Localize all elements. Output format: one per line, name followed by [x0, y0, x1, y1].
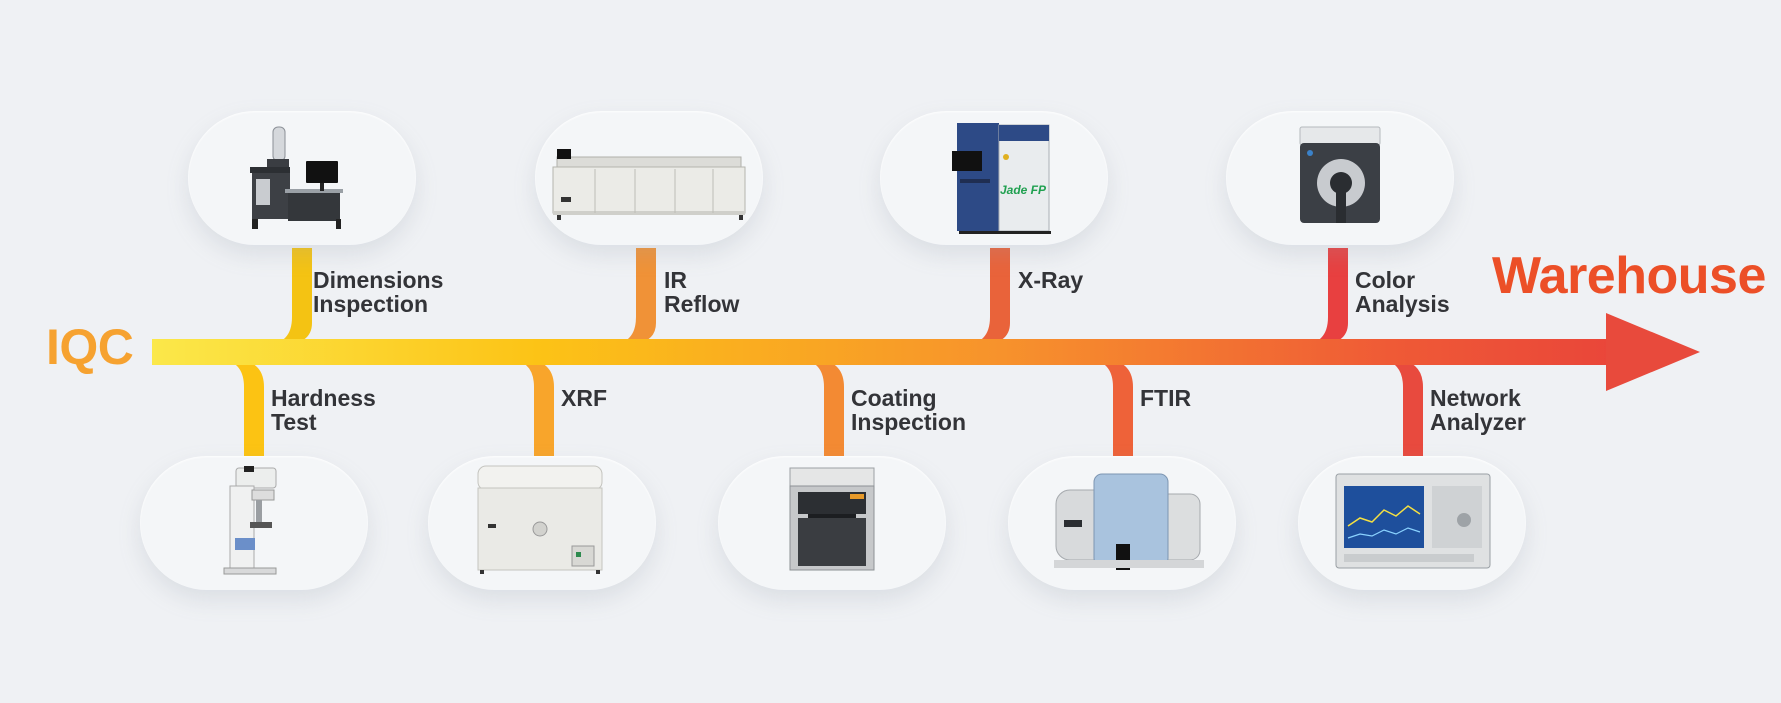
step-label-line: Network [1430, 385, 1521, 411]
connector-stem [1085, 359, 1133, 456]
step-label-line: Test [271, 409, 317, 435]
flow-arrow-shaft [152, 339, 1622, 365]
step-label-coating-inspection: Coating Inspection [851, 386, 966, 434]
step-label-dimensions-inspection: Dimensions Inspection [313, 268, 443, 316]
step-label-line: Reflow [664, 291, 740, 317]
connector-stem [264, 248, 312, 345]
step-label-line: Inspection [313, 291, 429, 317]
connector-stem [506, 359, 554, 456]
step-label-line: Analyzer [1430, 409, 1526, 435]
step-label-line: X-Ray [1018, 267, 1084, 293]
step-card-color-analysis [1226, 111, 1454, 245]
step-label-line: Hardness [271, 385, 376, 411]
step-card-network-analyzer [1298, 456, 1526, 590]
step-label-line: Coating [851, 385, 937, 411]
spectrophotometer-icon [1299, 126, 1381, 223]
top-connector-group [264, 248, 1348, 345]
ftir-spectrometer-icon [1054, 473, 1204, 570]
step-card-coating-inspection [718, 456, 946, 590]
xray-brand-text: Jade FP [1000, 183, 1047, 197]
connector-stem [216, 359, 264, 456]
hardness-tester-icon [223, 466, 277, 575]
step-label-line: FTIR [1140, 385, 1192, 411]
connector-stem [1300, 248, 1348, 345]
step-label-line: Inspection [851, 409, 967, 435]
flow-start-label: IQC [46, 319, 134, 375]
bottom-connector-group [216, 359, 1423, 456]
step-label-ftir: FTIR [1140, 386, 1191, 410]
step-card-xrf [428, 456, 656, 590]
coating-thickness-analyzer-icon [789, 467, 875, 571]
step-label-line: Analysis [1355, 291, 1450, 317]
step-label-network-analyzer: Network Analyzer [1430, 386, 1526, 434]
connector-stem [962, 248, 1010, 345]
connector-stem [1375, 359, 1423, 456]
reflow-oven-icon [552, 149, 746, 220]
step-label-ir-reflow: IR Reflow [664, 268, 739, 316]
connector-stem [796, 359, 844, 456]
step-card-ftir [1008, 456, 1236, 590]
flow-arrow-head [1606, 313, 1700, 391]
step-label-x-ray: X-Ray [1018, 268, 1083, 292]
connector-stem [608, 248, 656, 345]
step-label-line: IR [664, 267, 687, 293]
step-card-ir-reflow [535, 111, 763, 245]
vision-measuring-machine-icon [250, 126, 343, 229]
step-label-hardness-test: Hardness Test [271, 386, 376, 434]
step-label-line: XRF [561, 385, 607, 411]
xrf-analyzer-icon [477, 465, 603, 574]
flow-end-label: Warehouse [1492, 247, 1766, 305]
step-label-line: Dimensions [313, 267, 444, 293]
xray-inspection-machine-icon: Jade FP [952, 123, 1051, 234]
step-label-xrf: XRF [561, 386, 607, 410]
step-card-dimensions-inspection [188, 111, 416, 245]
step-card-hardness-test [140, 456, 368, 590]
network-analyzer-icon [1335, 473, 1491, 569]
step-card-x-ray: Jade FP [880, 111, 1108, 245]
step-label-color-analysis: Color Analysis [1355, 268, 1450, 316]
step-label-line: Color [1355, 267, 1416, 293]
